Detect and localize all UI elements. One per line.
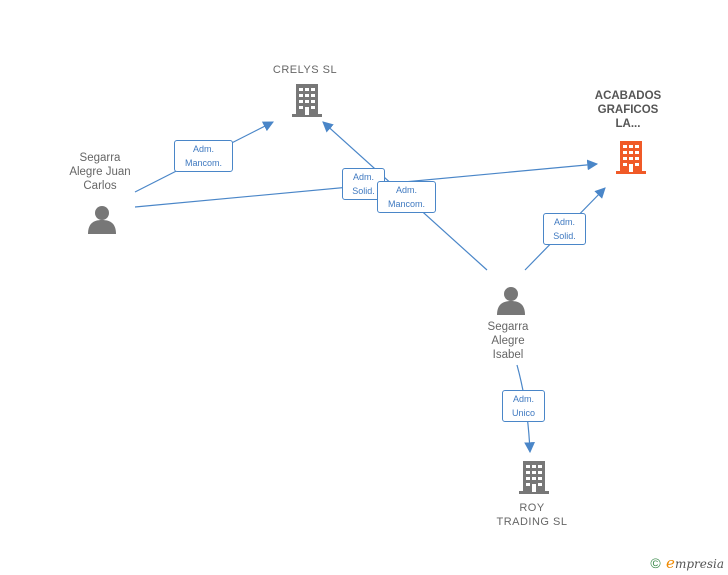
node-label-acabados[interactable]: ACABADOS GRAFICOS LA... xyxy=(594,90,662,130)
building-icon xyxy=(292,84,322,117)
building-icon xyxy=(519,461,549,494)
node-label-roy[interactable]: ROY TRADING SL xyxy=(496,502,568,528)
footer-brand: © empresia xyxy=(650,554,724,572)
node-label-crelys[interactable]: CRELYS SL xyxy=(272,64,338,76)
edge-label-jc-crelys: Adm. Mancom. xyxy=(174,140,233,172)
edge-label-isabel-roy: Adm. Unico xyxy=(502,390,545,422)
node-label-isabel[interactable]: Segarra Alegre Isabel xyxy=(487,321,529,361)
node-label-juan-carlos[interactable]: Segarra Alegre Juan Carlos xyxy=(69,152,131,192)
brand-logo-text: mpresia xyxy=(674,557,724,571)
building-icon-highlight xyxy=(616,141,646,174)
copyright-icon: © xyxy=(650,555,661,571)
edge-label-isabel-acabados-mancom: Adm. Mancom. xyxy=(377,181,436,213)
person-icon xyxy=(497,287,525,315)
person-icon xyxy=(88,206,116,234)
edge-label-isabel-acabados-solid: Adm. Solid. xyxy=(543,213,586,245)
brand-logo-initial: e xyxy=(666,554,675,572)
